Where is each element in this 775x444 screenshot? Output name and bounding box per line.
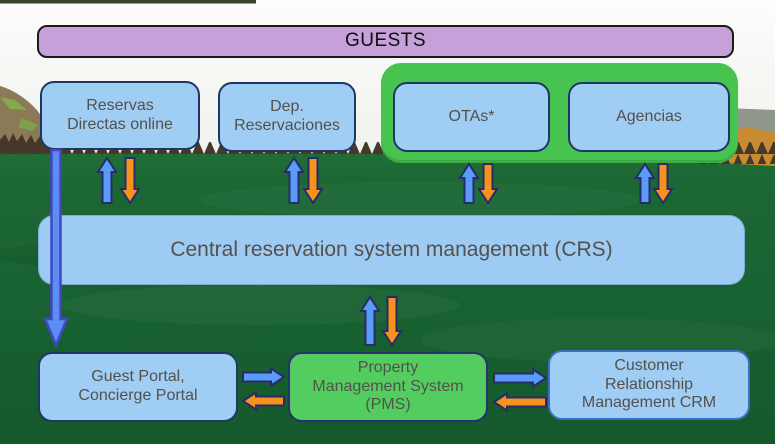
node-label: Dep. Reservaciones [234,98,340,134]
node-agencias: Agencias [568,82,730,152]
node-label: Reservas Directas online [67,96,173,133]
node-crm: Customer Relationship Management CRM [548,350,750,420]
node-pms: Property Management System (PMS) [288,352,488,422]
node-label: OTAs* [448,107,495,125]
node-dep-reservaciones: Dep. Reservaciones [218,82,356,152]
node-label: Guest Portal, Concierge Portal [78,368,198,404]
top-edge-strip [0,0,256,4]
node-label: Agencias [616,107,682,125]
node-crs: Central reservation system management (C… [38,215,745,285]
node-guest-portal: Guest Portal, Concierge Portal [38,352,238,422]
node-reservas-directas: Reservas Directas online [40,81,200,150]
guests-label: GUESTS [344,30,427,52]
node-label: Property Management System (PMS) [312,358,464,414]
node-label: Customer Relationship Management CRM [581,356,717,412]
guests-box: GUESTS [37,25,734,58]
crs-label: Central reservation system management (C… [170,237,613,261]
node-otas: OTAs* [393,82,550,152]
